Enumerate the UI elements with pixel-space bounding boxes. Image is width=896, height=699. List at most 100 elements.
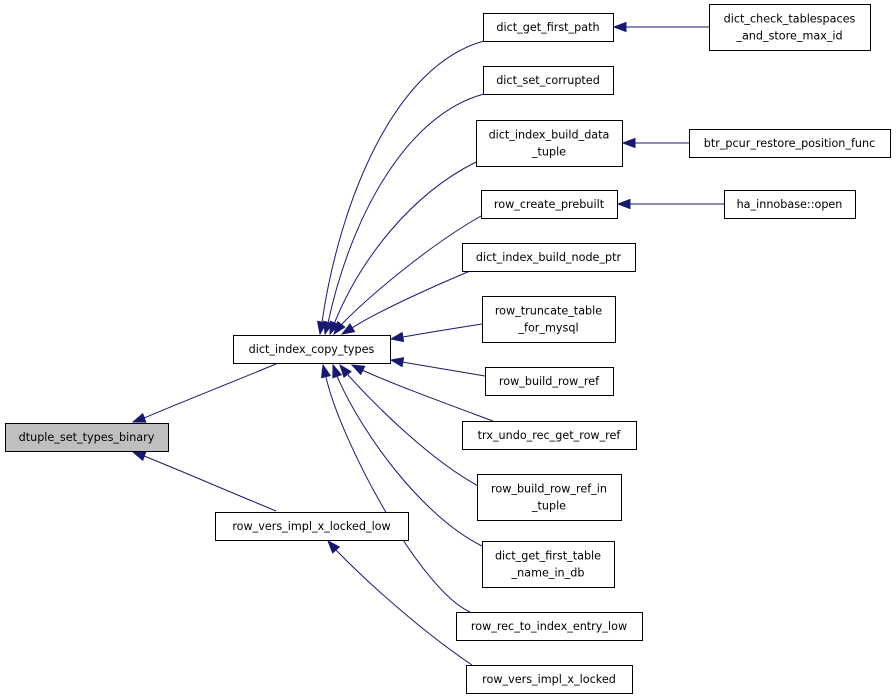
edge-line [336, 375, 483, 547]
edge-line [321, 40, 485, 323]
edge-dict_index_build_node_ptr-to-dict_index_copy_types [340, 270, 471, 335]
node-box [482, 296, 616, 343]
node-box [466, 665, 633, 694]
edge-line [143, 455, 277, 512]
node-dict-get-first-path[interactable]: dict_get_first_path [483, 13, 614, 42]
node-box [5, 423, 169, 452]
node-box [477, 474, 622, 521]
edge-row_create_prebuilt-to-dict_index_copy_types [333, 215, 482, 336]
edge-dict_index_build_data_tuple-to-dict_index_copy_types [329, 161, 477, 336]
node-label: _name_in_db [511, 567, 585, 580]
node-box [481, 190, 618, 219]
edge-ha_innobase_open-to-row_create_prebuilt [616, 198, 724, 210]
node-label: dict_get_first_path [496, 21, 599, 34]
edge-arrowhead [131, 451, 147, 462]
node-dict-index-build-data-tuple[interactable]: dict_index_build_data _tuple [476, 120, 623, 167]
nodes-layer: dtuple_set_types_binary dict_index_copy_t… [5, 4, 891, 694]
node-row-create-prebuilt[interactable]: row_create_prebuilt [481, 190, 618, 219]
node-label: dict_get_first_table [495, 550, 601, 563]
node-row-truncate-table-for-mysql[interactable]: row_truncate_table _for_mysql [482, 296, 616, 343]
node-label: row_build_row_ref [499, 375, 600, 388]
node-box [709, 4, 871, 51]
node-trx-undo-rec-get-row-ref[interactable]: trx_undo_rec_get_row_ref [462, 421, 637, 450]
node-box [462, 421, 637, 450]
node-label: row_create_prebuilt [494, 198, 605, 211]
node-box [724, 190, 856, 219]
edge-dict_check_tablespaces_and_store_max_id-to-dict_get_first_path [612, 21, 709, 33]
edge-row_truncate_table_for_mysql-to-dict_index_copy_types [389, 323, 483, 343]
node-box [215, 512, 409, 541]
node-ha-innobase-open[interactable]: ha_innobase::open [724, 190, 856, 219]
edge-line [335, 549, 473, 666]
edge-dict_index_copy_types-to-dtuple_set_types_binary [131, 363, 277, 423]
node-label: row_vers_impl_x_locked_low [232, 520, 390, 533]
edge-arrowhead [340, 323, 356, 335]
edge-line [339, 215, 482, 327]
node-label: dict_set_corrupted [496, 74, 600, 87]
node-dict-set-corrupted[interactable]: dict_set_corrupted [483, 66, 614, 95]
node-label: dict_check_tablespaces [724, 13, 856, 26]
edge-line [401, 361, 486, 377]
node-btr-pcur-restore-position-func[interactable]: btr_pcur_restore_position_func [689, 129, 891, 158]
edge-btr_pcur_restore_position_func-to-dict_index_build_data_tuple [621, 137, 690, 149]
node-row-build-row-ref[interactable]: row_build_row_ref [485, 367, 614, 396]
edge-row_build_row_ref_in_tuple-to-dict_index_copy_types [339, 363, 481, 488]
edge-arrowhead [389, 331, 405, 343]
edge-line [143, 363, 277, 419]
node-row-vers-impl-x-locked-low[interactable]: row_vers_impl_x_locked_low [215, 512, 409, 541]
edge-trx_undo_rec_get_row_ref-to-dict_index_copy_types [350, 364, 494, 422]
edge-dict_get_first_path-to-dict_index_copy_types [316, 40, 485, 336]
node-label: _tuple [531, 146, 566, 159]
node-box [476, 120, 623, 167]
node-dtuple-set-types-binary[interactable]: dtuple_set_types_binary [5, 423, 169, 452]
node-box [233, 335, 391, 364]
node-label: _tuple [531, 500, 566, 513]
edge-row_build_row_ref-to-dict_index_copy_types [389, 357, 486, 377]
node-box [456, 612, 643, 641]
node-label: row_vers_impl_x_locked [482, 673, 616, 686]
edge-line [351, 270, 471, 329]
node-label: _for_mysql [517, 322, 578, 335]
edge-arrowhead [612, 21, 627, 33]
node-label: dtuple_set_types_binary [19, 431, 155, 444]
node-label: btr_pcur_restore_position_func [704, 137, 876, 150]
node-label: dict_index_build_data [489, 129, 610, 142]
edge-arrowhead [327, 539, 341, 554]
edge-arrowhead [621, 137, 636, 149]
edge-line [347, 374, 481, 488]
node-box [483, 66, 614, 95]
edge-arrowhead [332, 363, 343, 379]
edges-layer [131, 21, 724, 666]
node-row-vers-impl-x-locked[interactable]: row_vers_impl_x_locked [466, 665, 633, 694]
edge-arrowhead [131, 412, 147, 423]
edge-row_vers_impl_x_locked_low-to-dtuple_set_types_binary [131, 451, 277, 512]
node-label: row_truncate_table [495, 305, 602, 318]
node-dict-index-build-node-ptr[interactable]: dict_index_build_node_ptr [462, 243, 636, 272]
node-row-build-row-ref-in-tuple[interactable]: row_build_row_ref_in _tuple [477, 474, 622, 521]
edge-dict_get_first_table_name_in_db-to-dict_index_copy_types [332, 363, 483, 547]
edge-arrowhead [350, 364, 366, 376]
node-label: row_rec_to_index_entry_low [471, 620, 627, 633]
edge-line [333, 161, 477, 325]
edge-line [402, 323, 483, 338]
node-dict-index-copy-types[interactable]: dict_index_copy_types [233, 335, 391, 364]
node-label: _and_store_max_id [735, 30, 842, 43]
edge-arrowhead [320, 363, 332, 379]
node-label: dict_index_build_node_ptr [476, 251, 622, 264]
node-dict-check-tablespaces-and-store-max-id[interactable]: dict_check_tablespaces _and_store_max_id [709, 4, 871, 51]
edge-line [361, 369, 494, 422]
edge-arrowhead [616, 198, 631, 210]
node-label: dict_index_copy_types [249, 343, 375, 356]
node-label: trx_undo_rec_get_row_ref [478, 429, 622, 442]
node-row-rec-to-index-entry-low[interactable]: row_rec_to_index_entry_low [456, 612, 643, 641]
node-label: row_build_row_ref_in [491, 483, 607, 496]
node-box [483, 13, 614, 42]
edge-arrowhead [389, 357, 405, 368]
edge-arrowhead [339, 363, 352, 379]
node-label: ha_innobase::open [737, 198, 843, 211]
node-box [485, 367, 614, 396]
node-dict-get-first-table-name-in-db[interactable]: dict_get_first_table _name_in_db [482, 541, 615, 588]
edge-arrowhead [333, 320, 346, 336]
edge-row_vers_impl_x_locked-to-row_vers_impl_x_locked_low [327, 539, 473, 666]
